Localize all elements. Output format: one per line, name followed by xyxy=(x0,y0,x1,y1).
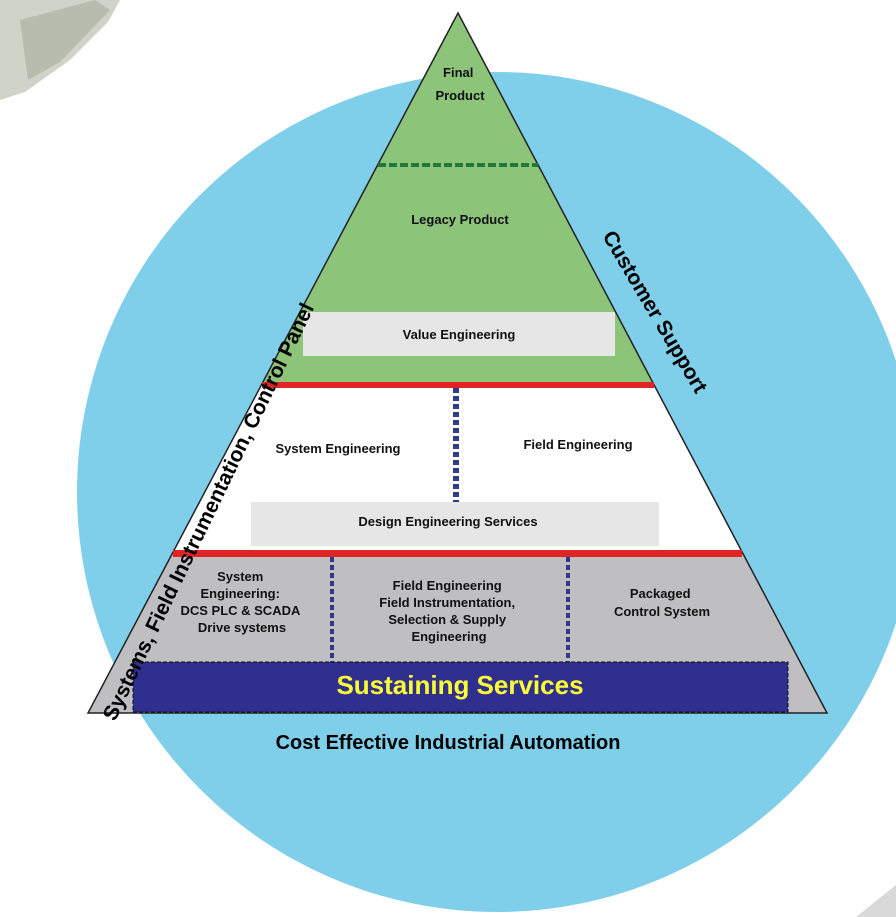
bottom-col2-line-3: Selection & Supply xyxy=(388,612,507,627)
bottom-col3-line-2: Control System xyxy=(614,604,710,619)
sustaining-services-label: Sustaining Services xyxy=(336,670,583,700)
top-tier xyxy=(262,13,654,385)
bottom-col1-line-3: DCS PLC & SCADA xyxy=(180,603,301,618)
design-engineering-label: Design Engineering Services xyxy=(358,514,537,529)
bottom-col2-line-2: Field Instrumentation, xyxy=(379,595,515,610)
sustaining-services-banner xyxy=(132,661,789,713)
svg-text:Field Engineering Field In: Field Engineering Field Instrumentation,… xyxy=(379,578,518,644)
bottom-col1-line-2: Engineering: xyxy=(200,586,279,601)
legacy-product-label: Legacy Product xyxy=(411,212,509,227)
svg-text:Final Product: Final Product xyxy=(435,65,485,103)
field-engineering-label: Field Engineering xyxy=(523,437,632,452)
final-product-line-1: Final xyxy=(443,65,473,80)
system-engineering-label: System Engineering xyxy=(276,441,401,456)
bottom-col2-line-1: Field Engineering xyxy=(393,578,502,593)
separator-top-middle xyxy=(262,382,654,388)
value-engineering-label: Value Engineering xyxy=(403,327,516,342)
circuit-board-photo xyxy=(0,0,120,100)
bottom-col3-line-1: Packaged xyxy=(630,586,691,601)
device-photo-corner xyxy=(856,885,896,917)
bottom-col2-line-4: Engineering xyxy=(411,629,486,644)
svg-text:System Engineering: DC: System Engineering: DCS PLC & SCADA Driv… xyxy=(180,569,303,635)
svg-text:Packaged Control System: Packaged Control System xyxy=(614,586,710,619)
value-engineering-box xyxy=(303,312,615,356)
pyramid-outline xyxy=(86,11,829,714)
bottom-col1-line-4: Drive systems xyxy=(198,620,286,635)
caption: Cost Effective Industrial Automation xyxy=(276,732,621,754)
final-product-line-2: Product xyxy=(435,88,485,103)
design-engineering-box xyxy=(251,502,659,546)
separator-middle-bottom xyxy=(173,550,742,557)
bottom-col1-line-1: System xyxy=(217,569,263,584)
